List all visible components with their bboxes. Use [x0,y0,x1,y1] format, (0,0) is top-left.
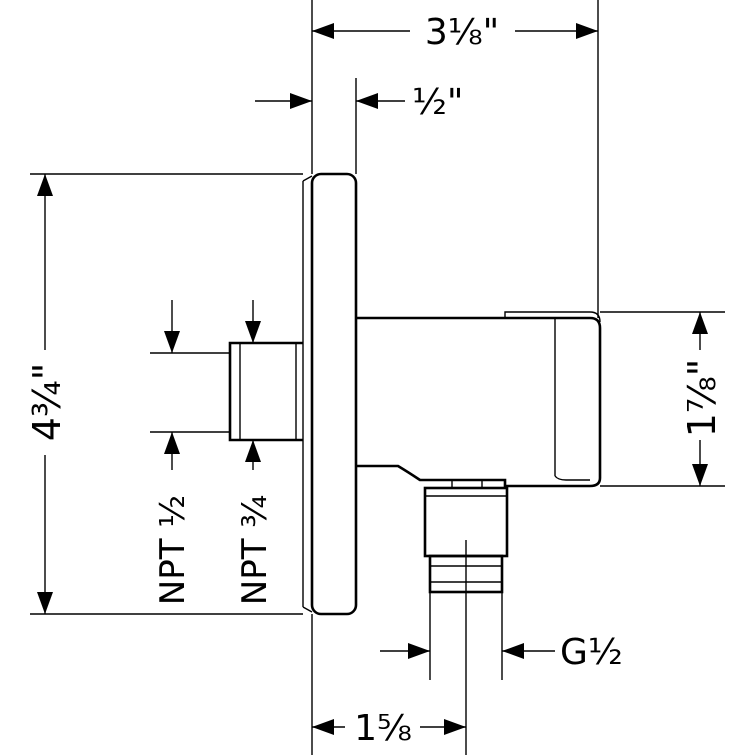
dimension-outlet-height: 1⅞" [680,312,724,486]
arrow-down [692,464,708,486]
dimension-overall-depth: 3⅛" [312,12,598,53]
inlet-body [228,341,303,442]
arrow-left [312,23,334,39]
arrow-up [245,440,261,462]
dimension-npt-half: NPT ½ [153,300,193,605]
plate-thickness-label: ½" [412,82,463,123]
dimension-outlet-offset: 1⅝ [312,708,466,749]
arrow-down [164,331,180,353]
arrow-up [37,174,53,196]
arrow-right [408,643,430,659]
elbow-face-curve [554,475,590,481]
dimension-npt-three-quarter: NPT ¾ [235,300,275,605]
arrow-right [290,93,312,109]
elbow-body [356,316,602,488]
npt-half-label: NPT ½ [153,495,193,605]
dimension-plate-height: 4¾" [25,174,69,614]
arrow-left [356,93,378,109]
arrow-up [692,312,708,334]
wall-plate [302,172,358,616]
plate-height-label: 4¾" [25,363,69,442]
arrow-left [502,643,524,659]
wall-plate-back-top [302,175,313,182]
outlet-thread-label: G½ [560,632,623,673]
arrow-down [245,321,261,343]
arrow-up [164,432,180,454]
elbow-top-edge [504,311,601,323]
outlet-height-label: 1⅞" [680,359,724,438]
arrow-down [37,592,53,614]
outlet-offset-label: 1⅝ [354,708,412,749]
wall-plate-back-bottom [302,606,313,613]
outlet-elbow [356,311,602,488]
arrow-right [576,23,598,39]
dimension-outlet-thread: G½ [380,632,623,673]
dimension-plate-thickness: ½" [255,82,463,123]
inlet-thread [228,341,303,442]
arrow-right [444,719,466,735]
overall-depth-label: 3⅛" [425,12,499,53]
wall-plate-front [310,172,358,616]
npt-three-quarter-label: NPT ¾ [235,495,275,605]
extension-lines [30,0,725,755]
arrow-left [312,719,334,735]
